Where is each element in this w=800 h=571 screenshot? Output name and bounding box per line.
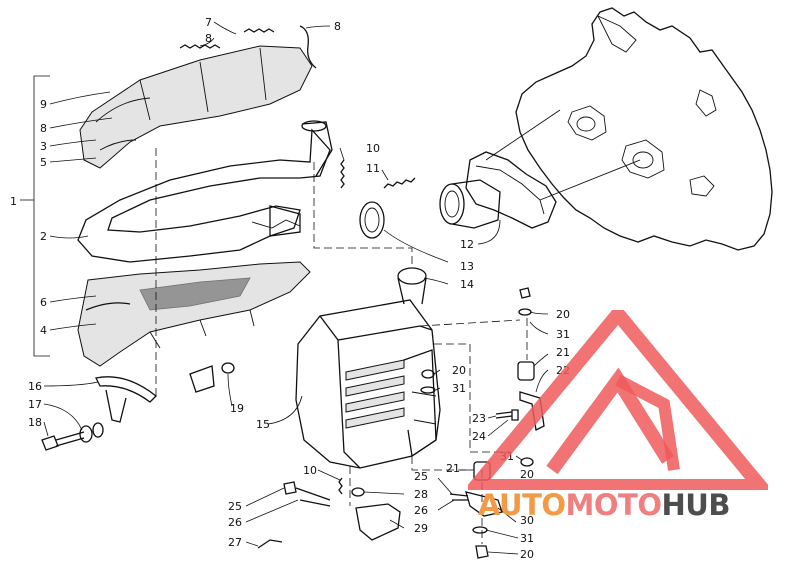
callout-20-b: 20 xyxy=(452,364,466,377)
callout-3: 3 xyxy=(40,140,47,153)
callout-8-top: 8 xyxy=(205,32,212,45)
bracket-29 xyxy=(257,481,401,549)
callout-27: 27 xyxy=(228,536,242,549)
callout-20-d: 20 xyxy=(520,548,534,561)
exhaust-manifold xyxy=(439,109,641,229)
callout-1: 1 xyxy=(10,195,17,208)
callout-21-upper: 21 xyxy=(556,346,570,359)
automotohub-logo-icon xyxy=(468,310,768,490)
callout-labels: 1 2 3 4 5 6 7 8 8 8 9 10 10 11 12 13 14 … xyxy=(10,16,570,561)
callout-15: 15 xyxy=(256,418,270,431)
springs xyxy=(179,25,416,495)
callout-30: 30 xyxy=(520,514,534,527)
watermark-moto: MOTO xyxy=(565,488,662,522)
expansion-chamber xyxy=(77,120,333,263)
callout-6: 6 xyxy=(40,296,47,309)
callout-20-a: 20 xyxy=(556,308,570,321)
callout-10-lower: 10 xyxy=(303,464,317,477)
callout-7: 7 xyxy=(205,16,212,29)
callout-20-c: 20 xyxy=(520,468,534,481)
callout-19: 19 xyxy=(230,402,244,415)
callout-25-right: 25 xyxy=(414,470,428,483)
callout-8-left: 8 xyxy=(40,122,47,135)
callout-14: 14 xyxy=(460,278,474,291)
callout-24: 24 xyxy=(472,430,486,443)
lower-heat-shield xyxy=(77,261,311,367)
callout-4: 4 xyxy=(40,324,47,337)
callout-12: 12 xyxy=(460,238,474,251)
watermark-auto: AUTO xyxy=(478,488,566,522)
callout-31-a: 31 xyxy=(556,328,570,341)
bracket-16 xyxy=(95,362,235,423)
callout-10-upper: 10 xyxy=(366,142,380,155)
assembly-bracket xyxy=(33,75,50,357)
automotohub-watermark: AUTOMOTOHUB xyxy=(478,488,730,522)
callout-18: 18 xyxy=(28,416,42,429)
callout-31-b: 31 xyxy=(452,382,466,395)
callout-9: 9 xyxy=(40,98,47,111)
assembly-lines xyxy=(155,148,528,544)
callout-17: 17 xyxy=(28,398,42,411)
callout-21-lower: 21 xyxy=(446,462,460,475)
callout-31-d: 31 xyxy=(520,532,534,545)
callout-26-left: 26 xyxy=(228,516,242,529)
bolt-18-grommet-17 xyxy=(41,422,104,451)
muffler xyxy=(295,267,441,469)
callout-13: 13 xyxy=(460,260,474,273)
callout-16: 16 xyxy=(28,380,42,393)
callout-25-left: 25 xyxy=(228,500,242,513)
callout-2: 2 xyxy=(40,230,47,243)
gasket-ring xyxy=(359,201,385,239)
callout-8-right: 8 xyxy=(334,20,341,33)
upper-heat-shield xyxy=(79,45,313,169)
callout-5: 5 xyxy=(40,156,47,169)
callout-23: 23 xyxy=(472,412,486,425)
callout-29: 29 xyxy=(414,522,428,535)
callout-11: 11 xyxy=(366,162,380,175)
leader-lines xyxy=(43,21,549,555)
callout-28: 28 xyxy=(414,488,428,501)
engine-outline xyxy=(515,7,773,251)
watermark-hub: HUB xyxy=(661,488,731,522)
callout-26-right: 26 xyxy=(414,504,428,517)
